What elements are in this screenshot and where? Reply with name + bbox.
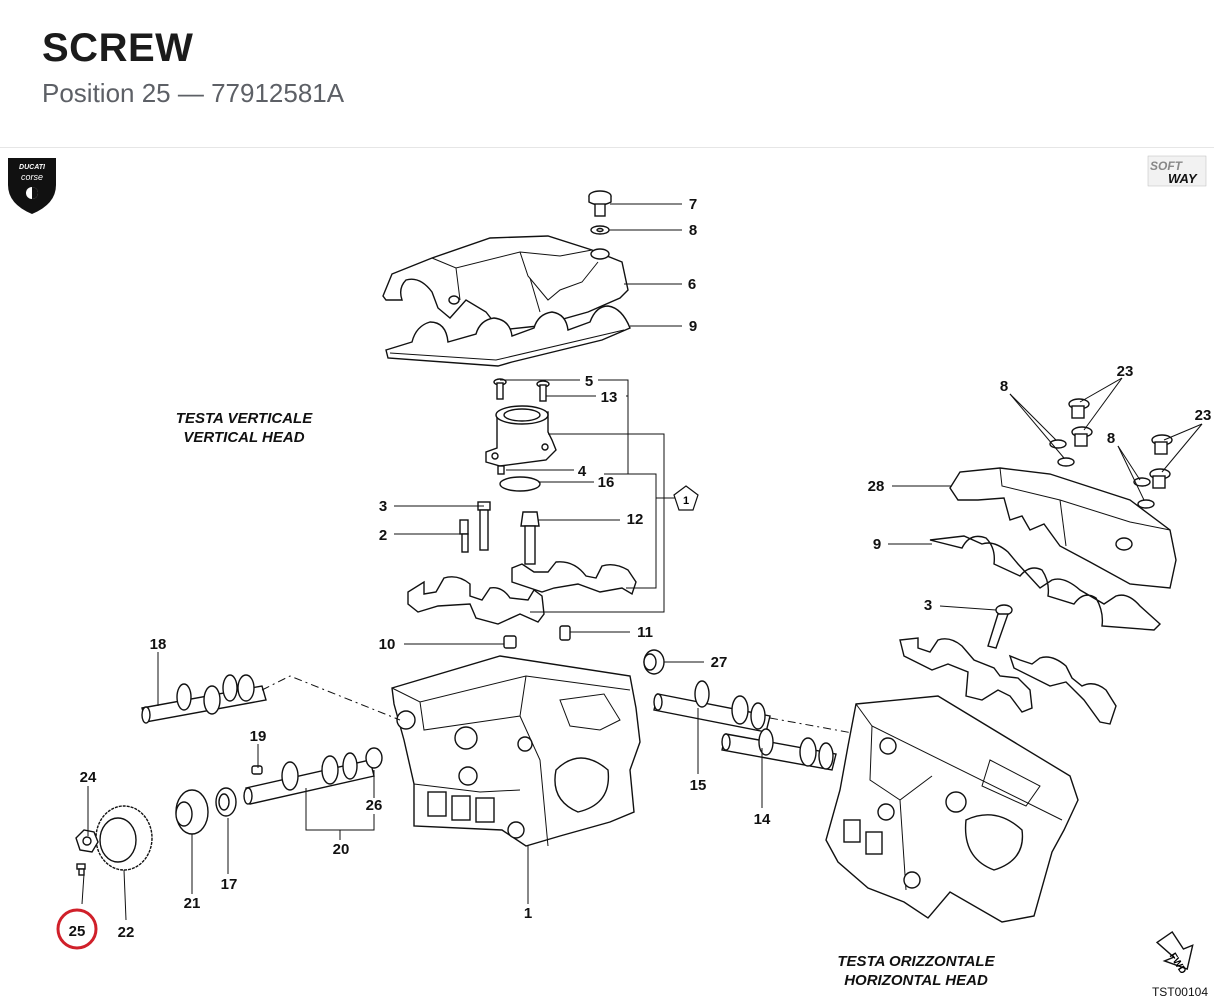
part-23-screw-c[interactable] xyxy=(1151,434,1173,455)
part-8-washer[interactable] xyxy=(590,225,610,235)
part-22-toothed-pulley[interactable] xyxy=(95,805,153,871)
caption-horizontal-it: TESTA ORIZZONTALE xyxy=(837,953,995,970)
page-subtitle: Position 25 — 77912581A xyxy=(42,78,345,108)
callout-2[interactable]: 2 xyxy=(379,527,387,544)
part-12-stud[interactable] xyxy=(520,511,540,565)
part-3-screw[interactable] xyxy=(477,501,491,551)
callout-5[interactable]: 5 xyxy=(585,373,593,390)
part-27-plug[interactable] xyxy=(643,649,665,675)
callout-8-c[interactable]: 8 xyxy=(1107,430,1115,447)
callout-9[interactable]: 9 xyxy=(689,318,697,335)
callout-16[interactable]: 16 xyxy=(598,474,615,491)
part-10-dowel[interactable] xyxy=(503,635,517,649)
part-15-camshaft[interactable] xyxy=(653,680,771,733)
part-19-key[interactable] xyxy=(251,765,263,775)
callout-18[interactable]: 18 xyxy=(150,636,167,653)
part-18-camshaft[interactable] xyxy=(141,674,267,724)
kit-badge-1: 1 xyxy=(673,485,699,511)
part-2-stud[interactable] xyxy=(459,519,469,553)
callout-26[interactable]: 26 xyxy=(366,797,383,814)
caption-horizontal-en: HORIZONTAL HEAD xyxy=(844,972,988,989)
part-26-plug[interactable] xyxy=(365,747,383,769)
part-4-tensioner-support[interactable] xyxy=(485,405,557,475)
svg-text:corse: corse xyxy=(21,172,43,182)
callout-7[interactable]: 7 xyxy=(689,196,697,213)
part-11-dowel[interactable] xyxy=(559,625,571,641)
page-title: SCREW xyxy=(42,26,194,70)
callout-12[interactable]: 12 xyxy=(627,511,644,528)
part-13-screw[interactable] xyxy=(536,380,550,402)
part-21-pulley-hub[interactable] xyxy=(175,789,209,835)
callout-23-b[interactable]: 23 xyxy=(1195,407,1212,424)
part-20-camshaft[interactable] xyxy=(243,752,375,805)
highlight-circle xyxy=(56,908,98,950)
exploded-parts-diagram: DUCATI corse SOFT WAY TESTA VERTICALE VE… xyxy=(8,155,1212,999)
callout-8[interactable]: 8 xyxy=(689,222,697,239)
part-5-screw[interactable] xyxy=(493,378,507,400)
callout-19[interactable]: 19 xyxy=(250,728,267,745)
caption-vertical-it: TESTA VERTICALE xyxy=(176,410,313,427)
part-6-cam-cover[interactable] xyxy=(382,235,629,331)
callout-22[interactable]: 22 xyxy=(118,924,135,941)
svg-text:1: 1 xyxy=(683,495,689,507)
part-8-washer-b[interactable] xyxy=(1133,477,1155,509)
part-28-cam-cover[interactable] xyxy=(949,467,1177,589)
part-23-screw-a[interactable] xyxy=(1068,398,1090,419)
callout-15[interactable]: 15 xyxy=(690,777,707,794)
callout-8-b[interactable]: 8 xyxy=(1000,378,1008,395)
callout-14[interactable]: 14 xyxy=(754,811,771,828)
callout-11[interactable]: 11 xyxy=(637,624,653,641)
svg-text:DUCATI: DUCATI xyxy=(19,164,46,171)
camshaft-caps-vertical xyxy=(407,561,637,625)
callout-25[interactable]: 25 xyxy=(69,923,86,940)
page-header: SCREW Position 25 — 77912581A xyxy=(0,0,1214,148)
callout-9-b[interactable]: 9 xyxy=(873,536,881,553)
callout-13[interactable]: 13 xyxy=(601,389,618,406)
callout-1[interactable]: 1 xyxy=(524,905,532,922)
leader-lines xyxy=(81,203,1203,921)
callout-3-b[interactable]: 3 xyxy=(924,597,932,614)
callout-labels: 7 8 6 9 5 13 4 16 3 12 2 10 11 27 18 19 … xyxy=(69,196,1212,941)
part-23-screw-b[interactable] xyxy=(1071,426,1093,447)
ducati-corse-logo: DUCATI corse xyxy=(8,158,56,214)
part-14-camshaft[interactable] xyxy=(721,728,837,771)
part-25-screw[interactable] xyxy=(76,863,86,876)
callout-4[interactable]: 4 xyxy=(578,463,587,480)
cylinder-head-horizontal xyxy=(825,695,1079,923)
part-7-screw[interactable] xyxy=(588,190,612,217)
callout-6[interactable]: 6 xyxy=(688,276,696,293)
part-9-gasket[interactable] xyxy=(385,305,631,367)
callout-28[interactable]: 28 xyxy=(868,478,885,495)
svg-text:WAY: WAY xyxy=(1168,171,1198,186)
caption-vertical-en: VERTICAL HEAD xyxy=(183,429,304,446)
part-1-cylinder-head-vertical[interactable] xyxy=(391,655,641,847)
callout-3[interactable]: 3 xyxy=(379,498,387,515)
part-23-screw-d[interactable] xyxy=(1149,468,1171,489)
fwd-arrow-icon: FWD xyxy=(1155,930,1194,976)
callout-10[interactable]: 10 xyxy=(379,636,396,653)
camshaft-caps-horizontal xyxy=(899,637,1117,725)
softway-logo: SOFT WAY xyxy=(1147,155,1207,187)
callout-17[interactable]: 17 xyxy=(221,876,238,893)
part-17-bearing[interactable] xyxy=(215,787,237,817)
part-3-screw-horizontal[interactable] xyxy=(987,604,1013,649)
callout-27[interactable]: 27 xyxy=(711,654,728,671)
callout-24[interactable]: 24 xyxy=(80,769,97,786)
part-9-gasket-horizontal[interactable] xyxy=(929,535,1162,631)
callout-20[interactable]: 20 xyxy=(333,841,350,858)
part-8-washer-a[interactable] xyxy=(1049,439,1075,467)
svg-text:SOFT: SOFT xyxy=(1150,159,1184,173)
drawing-code: TST00104 xyxy=(1152,985,1208,999)
callout-21[interactable]: 21 xyxy=(184,895,201,912)
part-24-nut[interactable] xyxy=(75,829,99,853)
part-16-o-ring[interactable] xyxy=(499,476,541,492)
callout-23-a[interactable]: 23 xyxy=(1117,363,1134,380)
